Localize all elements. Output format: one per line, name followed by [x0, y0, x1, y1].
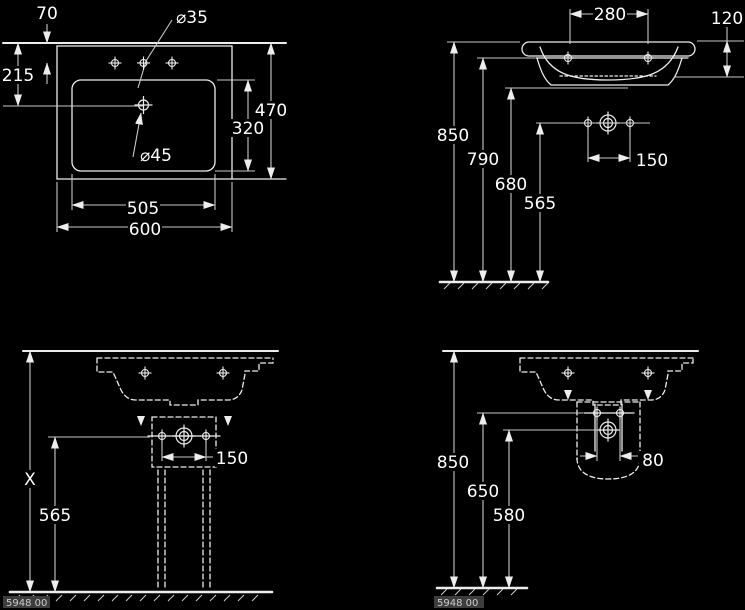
svg-text:⌀35: ⌀35: [176, 8, 208, 28]
side-view-left: X 565 150 5948 00: [3, 350, 279, 609]
trap-outlet-marker: [171, 423, 197, 449]
svg-text:X: X: [24, 470, 36, 490]
drain-hole-leader: [132, 112, 143, 158]
fixing-hole-marker: [560, 365, 576, 381]
svg-text:505: 505: [127, 199, 159, 219]
svg-text:565: 565: [524, 194, 556, 214]
floor-hatch: [440, 588, 518, 596]
side-right-dimensions: [450, 350, 638, 589]
dim-label-outlet-height: 580: [492, 506, 526, 526]
dim-label-trap-hole-spacing: 150: [635, 151, 669, 171]
svg-text:⌀45: ⌀45: [140, 146, 172, 166]
trap-fixing-hole-marker: [612, 405, 628, 421]
fixing-hole-marker: [640, 365, 656, 381]
basin-hidden-profile: [96, 357, 274, 406]
svg-text:150: 150: [636, 151, 668, 171]
dim-label-installation-height: X: [21, 470, 39, 490]
svg-text:215: 215: [2, 66, 34, 86]
dim-label-trap-hole-spacing-left: 150: [215, 449, 249, 469]
faucet-hole-marker: [107, 55, 123, 71]
front-holes: [560, 50, 656, 136]
faucet-hole-marker: [164, 55, 180, 71]
side-left-dimensions: [26, 350, 213, 593]
svg-text:5948 00: 5948 00: [6, 598, 47, 609]
svg-text:150: 150: [216, 449, 248, 469]
dim-label-overall-width: 600: [128, 220, 162, 240]
svg-text:280: 280: [594, 5, 626, 25]
plan-object-lines: [2, 19, 287, 180]
drain-hole-marker: [133, 95, 154, 115]
floor-hatch: [443, 282, 549, 290]
rim-band: [521, 41, 696, 57]
fixing-arrow-icon: [224, 416, 232, 426]
trap-housing-hidden: [151, 416, 217, 468]
svg-text:850: 850: [437, 126, 469, 146]
fixing-arrow-icon: [644, 390, 652, 400]
svg-text:70: 70: [36, 4, 58, 24]
side-view-right: 850 650 580 80 5948 00: [434, 350, 699, 609]
dim-label-fixing-hole-spacing: 280: [593, 5, 627, 25]
front-object-lines: [521, 41, 696, 86]
dim-label-fixing-height: 650: [466, 482, 500, 502]
trap-outlet-marker: [595, 417, 621, 443]
svg-text:5948 00: 5948 00: [437, 598, 478, 609]
svg-text:80: 80: [642, 451, 664, 471]
dim-label-wall-offset: 70: [34, 3, 60, 24]
fixing-hole-marker: [640, 50, 656, 66]
trap-bottom-hidden: [576, 457, 641, 480]
svg-text:650: 650: [467, 482, 499, 502]
fixing-arrow-icon: [137, 416, 145, 426]
dim-label-front-edge-height: 120: [710, 9, 744, 29]
dim-label-basin-bottom-height: 680: [494, 175, 528, 195]
dim-label-outlet-hole-spacing: 80: [639, 451, 667, 471]
dim-label-trap-connection-height-left: 565: [38, 506, 72, 526]
trap-fixing-hole-marker: [589, 405, 605, 421]
dim-label-rim-height: 850: [436, 126, 470, 146]
fixing-hole-marker: [215, 365, 231, 381]
floor-hatch: [13, 594, 259, 602]
faucet-hole-leader: [137, 19, 173, 89]
bowl-curve: [539, 46, 679, 81]
svg-text:600: 600: [129, 220, 161, 240]
dim-label-underside-height: 790: [466, 150, 500, 170]
front-dimensions: [447, 9, 744, 283]
fixing-hole-marker: [560, 50, 576, 66]
front-view: 280 120 850 790 680 565 150: [436, 5, 744, 290]
fixing-arrow-icon: [564, 390, 572, 400]
svg-text:790: 790: [467, 150, 499, 170]
basin-hidden-profile: [519, 357, 694, 406]
basin-body: [536, 57, 683, 86]
dim-label-trap-connection-height: 565: [523, 194, 557, 214]
svg-text:850: 850: [437, 453, 469, 473]
svg-text:565: 565: [39, 506, 71, 526]
svg-text:320: 320: [232, 119, 264, 139]
dim-label-bowl-width: 505: [126, 199, 160, 219]
dim-label-overall-depth: 470: [254, 101, 288, 121]
dim-label-bowl-depth: 320: [231, 119, 265, 139]
plan-holes: [107, 55, 180, 115]
dim-label-drain-setback: 215: [1, 66, 35, 86]
bowl-outline: [71, 79, 216, 172]
dim-label-rim-height-right: 850: [436, 453, 470, 473]
product-code-left: 5948 00: [3, 596, 50, 609]
dim-label-faucet-hole-diameter: ⌀35: [176, 8, 208, 28]
fixing-hole-marker: [137, 365, 153, 381]
svg-text:580: 580: [493, 506, 525, 526]
svg-text:680: 680: [495, 175, 527, 195]
trap-fixing-hole-marker: [154, 428, 170, 444]
trap-fixing-hole-marker: [198, 428, 214, 444]
product-code-right: 5948 00: [434, 596, 484, 609]
side-left-object-lines: [22, 350, 279, 591]
side-right-object-lines: [442, 350, 699, 480]
svg-text:470: 470: [255, 101, 287, 121]
dim-label-drain-hole-diameter: ⌀45: [140, 146, 172, 166]
plan-view: 70 215 ⌀35 ⌀45 320 470 505 600: [1, 3, 288, 240]
svg-text:120: 120: [711, 9, 743, 29]
